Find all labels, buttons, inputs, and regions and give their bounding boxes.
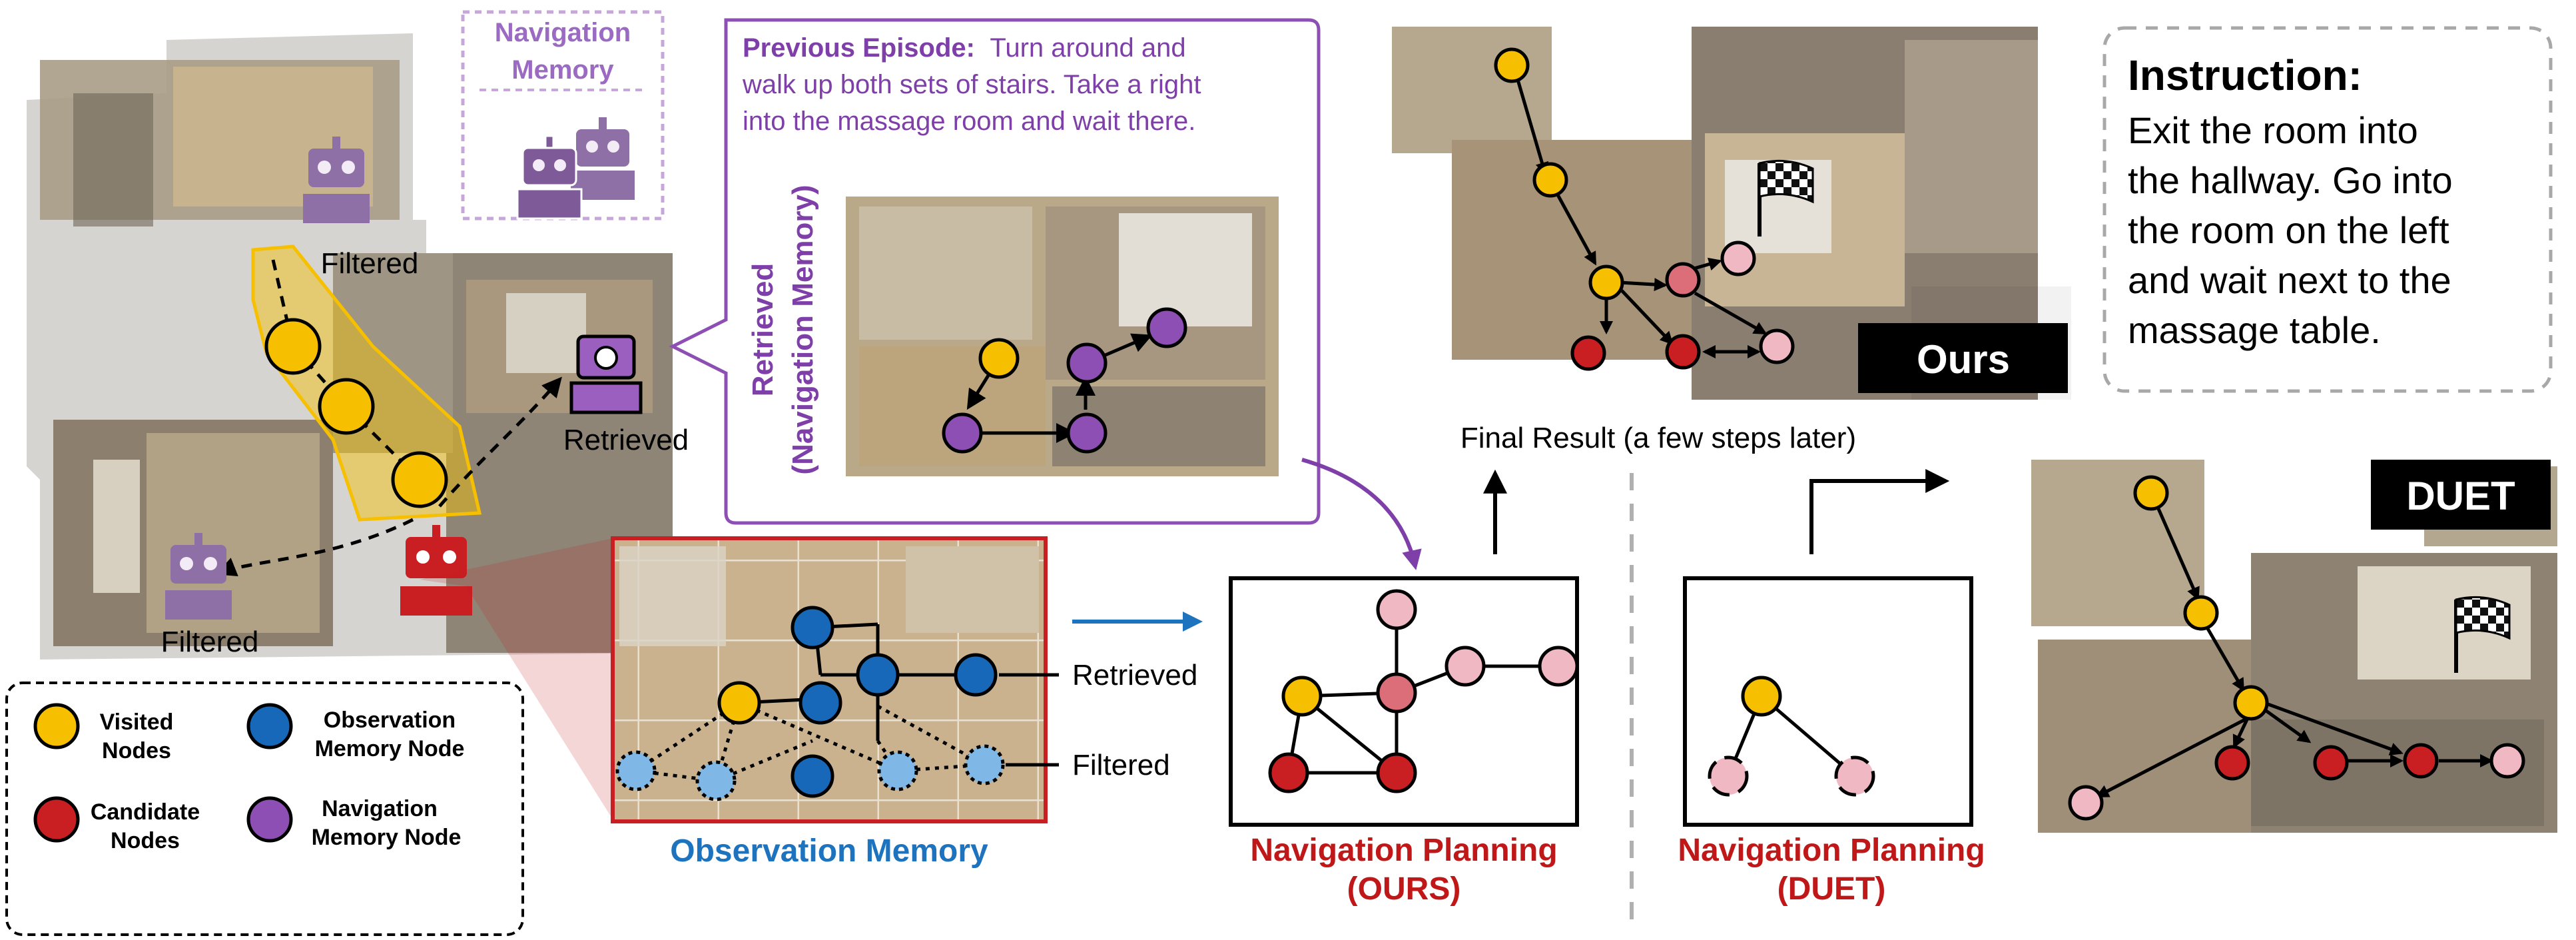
retrieved-label: Retrieved xyxy=(563,424,689,456)
navigation-memory-title-line2: Memory xyxy=(511,55,614,85)
observation-memory-node xyxy=(791,606,834,650)
legend-observation: Observation Memory Node xyxy=(246,703,465,761)
legend-navigation-line1: Navigation xyxy=(322,796,438,821)
left-trajectory xyxy=(216,259,562,577)
legend-visited: Visited Nodes xyxy=(33,703,174,763)
legend-observation-line1: Observation xyxy=(324,707,456,733)
previous-episode-line3: into the massage room and wait there. xyxy=(743,107,1195,136)
instruction-box xyxy=(2102,26,2553,393)
instruction-line3: the room on the left xyxy=(2128,209,2449,251)
observation-filtered-node xyxy=(615,750,657,791)
instruction-line4: and wait next to the xyxy=(2128,259,2451,301)
previous-episode-line1: Turn around and xyxy=(990,33,1185,63)
ours-badge xyxy=(1858,323,2068,393)
observation-memory-frame xyxy=(611,536,1048,823)
final-ours-nodes xyxy=(1494,47,1795,371)
previous-episode-line0: Previous Episode: Turn around and xyxy=(743,33,1186,63)
previous-episode-graph-nodes xyxy=(942,307,1187,454)
observation-memory-node xyxy=(791,754,834,798)
left-visited-nodes xyxy=(264,318,448,508)
observation-filtered-node xyxy=(964,744,1005,785)
final-result-caption: Final Result (a few steps later) xyxy=(1460,422,1856,454)
legend-candidate-line2: Nodes xyxy=(111,828,180,853)
legend-navigation-swatch xyxy=(246,796,293,843)
observation-graph-nodes xyxy=(615,606,1005,801)
legend-visited-line1: Visited xyxy=(100,709,174,735)
instruction-line5: massage table. xyxy=(2128,309,2381,351)
previous-episode-label: Previous Episode: xyxy=(743,33,975,63)
legend-candidate-line1: Candidate xyxy=(91,799,200,825)
robot-icon-current xyxy=(400,525,472,616)
observation-retrieved-label: Retrieved xyxy=(1072,659,1197,692)
robot-icon-memory-front xyxy=(516,135,583,220)
observation-zoom-wedge xyxy=(420,538,613,819)
retrieved-side-label-line1: Retrieved xyxy=(747,263,779,397)
planning-duet-line2: (DUET) xyxy=(1777,871,1886,907)
ours-badge-label: Ours xyxy=(1917,337,2010,382)
instruction-line1: Exit the room into xyxy=(2128,109,2418,151)
legend-observation-swatch xyxy=(246,703,293,749)
visited-path-highlight xyxy=(251,244,482,522)
observation-memory-node xyxy=(856,653,900,697)
planning-ours-line2: (OURS) xyxy=(1347,871,1461,907)
planning-duet-nodes xyxy=(1708,676,1875,797)
legend-observation-line2: Memory Node xyxy=(315,736,465,761)
observation-filtered-node xyxy=(877,750,918,791)
navigation-memory-title-line1: Navigation xyxy=(495,18,631,47)
final-duet-edges xyxy=(2095,498,2493,798)
legend-visited-line2: Nodes xyxy=(102,738,171,763)
checkered-flag-icon xyxy=(1758,159,1814,236)
observation-memory-node xyxy=(799,681,842,725)
filtered-label-bottom: Filtered xyxy=(161,626,259,658)
instruction-line2: the hallway. Go into xyxy=(2128,159,2453,201)
robot-icon-retrieved xyxy=(569,334,643,414)
duet-badge-label: DUET xyxy=(2406,474,2515,518)
planning-duet-line1: Navigation Planning xyxy=(1678,833,1985,868)
robot-icon-memory-back xyxy=(571,117,635,200)
legend-candidate: Candidate Nodes xyxy=(33,796,200,853)
observation-filtered-node xyxy=(695,760,737,801)
arrow-right-icon xyxy=(1809,469,1950,554)
observation-memory-node xyxy=(954,653,998,697)
legend-visited-swatch xyxy=(33,703,80,749)
final-ours-edges xyxy=(1513,70,1768,358)
observation-visited-node xyxy=(717,681,761,725)
robot-icon-filtered-bottom xyxy=(165,533,232,620)
filtered-label-top: Filtered xyxy=(321,247,419,280)
legend-candidate-swatch xyxy=(33,796,80,843)
previous-episode-line2: walk up both sets of stairs. Take a righ… xyxy=(742,70,1201,99)
duet-badge xyxy=(2371,460,2551,530)
instruction-title: Instruction: xyxy=(2128,51,2362,99)
observation-memory-title: Observation Memory xyxy=(670,833,988,869)
observation-filtered-label: Filtered xyxy=(1072,749,1170,781)
legend-navigation-line2: Memory Node xyxy=(312,825,462,850)
robot-icon-filtered-top xyxy=(303,137,370,223)
planning-ours-nodes xyxy=(1268,589,1579,793)
final-duet-nodes xyxy=(2068,475,2525,821)
legend-navigation: Navigation Memory Node xyxy=(246,796,462,850)
checkered-flag-icon xyxy=(2454,596,2511,673)
retrieved-to-planning-arrow xyxy=(1301,458,1422,570)
planning-ours-line1: Navigation Planning xyxy=(1250,833,1557,868)
retrieved-side-label-line2: (Navigation Memory) xyxy=(787,185,819,474)
